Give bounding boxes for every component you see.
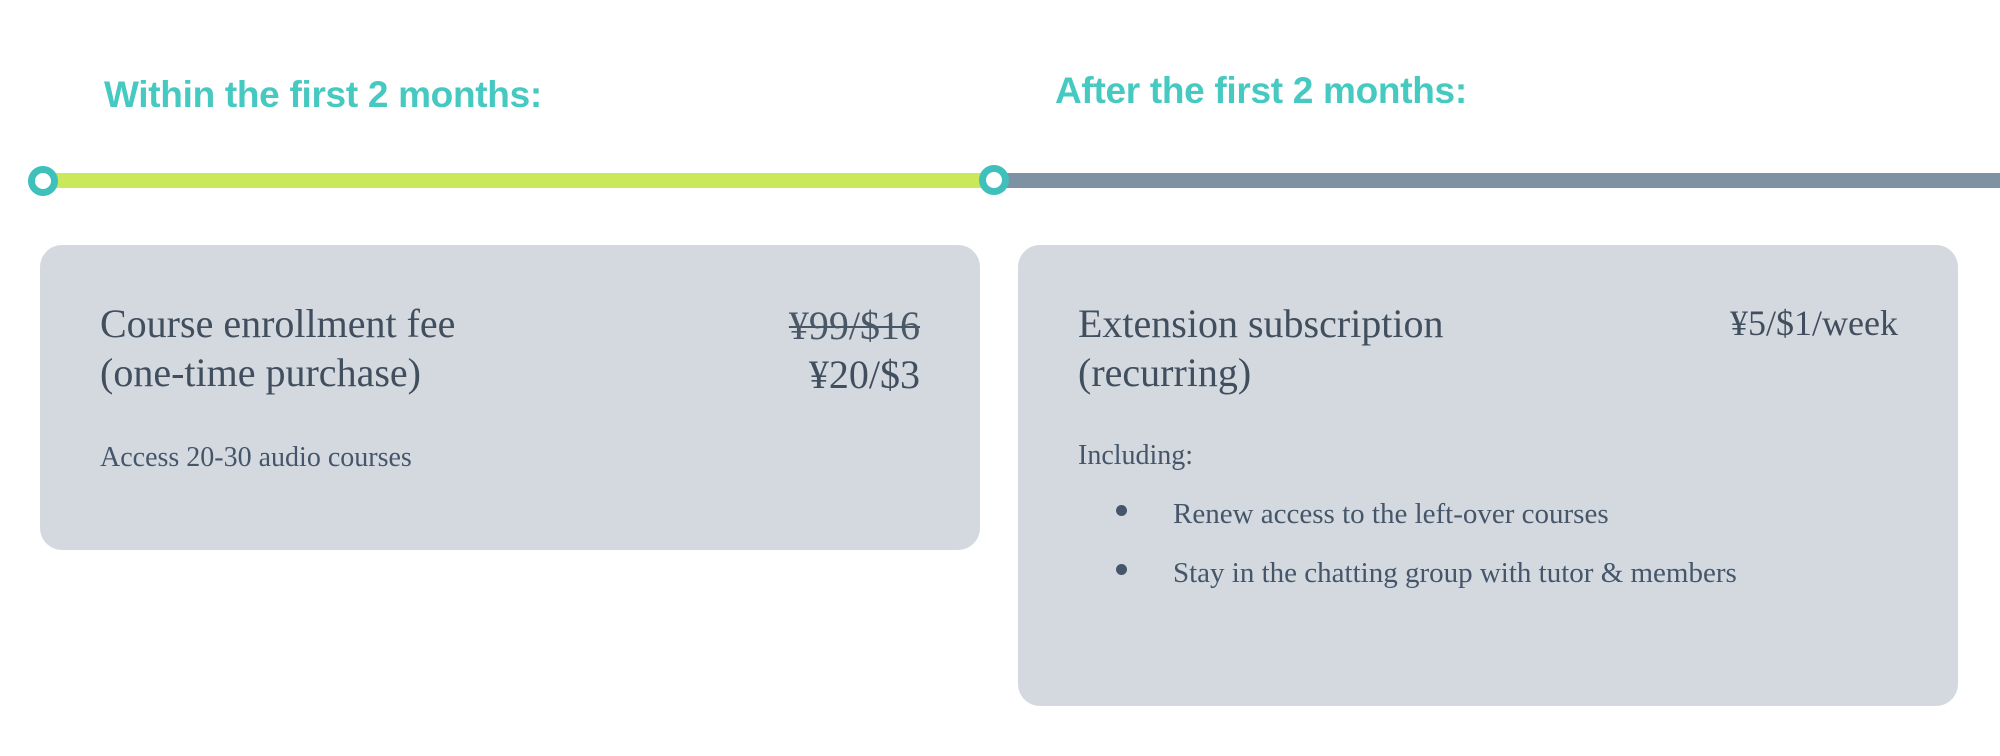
timeline-bar-phase1 [40, 173, 998, 188]
timeline-bar-phase2 [996, 173, 2000, 188]
card-right-note: Including: [1078, 439, 1194, 471]
phase1-heading: Within the first 2 months: [104, 74, 542, 115]
card-course-enrollment: Course enrollment fee (one-time purchase… [40, 245, 980, 550]
card-right-price: ¥5/$1/week [1730, 303, 1898, 343]
timeline-marker-start-icon [28, 166, 58, 196]
card-left-price-original: ¥99/$16 [788, 303, 920, 348]
card-left-note: Access 20-30 audio courses [100, 441, 412, 473]
timeline [0, 160, 2000, 200]
phase2-heading: After the first 2 months: [1055, 70, 1467, 111]
bullet-dot-icon [1116, 563, 1127, 575]
card-right-price-block: ¥5/$1/week [1730, 300, 1898, 346]
card-right-header: Extension subscription (recurring) ¥5/$1… [1078, 300, 1898, 398]
card-left-header: Course enrollment fee (one-time purchase… [100, 300, 920, 400]
card-left-price-block: ¥99/$16 ¥20/$3 [789, 300, 920, 400]
benefit-list-item: Renew access to the left-over courses [1078, 498, 1898, 531]
benefit-list-item: Stay in the chatting group with tutor & … [1078, 557, 1898, 590]
card-extension-subscription: Extension subscription (recurring) ¥5/$1… [1018, 245, 1958, 706]
benefit-list-item-label: Stay in the chatting group with tutor & … [1173, 556, 1737, 589]
timeline-marker-two-months-icon [979, 165, 1009, 195]
bullet-dot-icon [1116, 504, 1127, 516]
benefit-list-item-label: Renew access to the left-over courses [1173, 497, 1609, 530]
card-left-title: Course enrollment fee (one-time purchase… [100, 301, 456, 395]
card-right-title: Extension subscription (recurring) [1078, 301, 1444, 395]
card-left-price-discounted: ¥20/$3 [808, 351, 920, 397]
